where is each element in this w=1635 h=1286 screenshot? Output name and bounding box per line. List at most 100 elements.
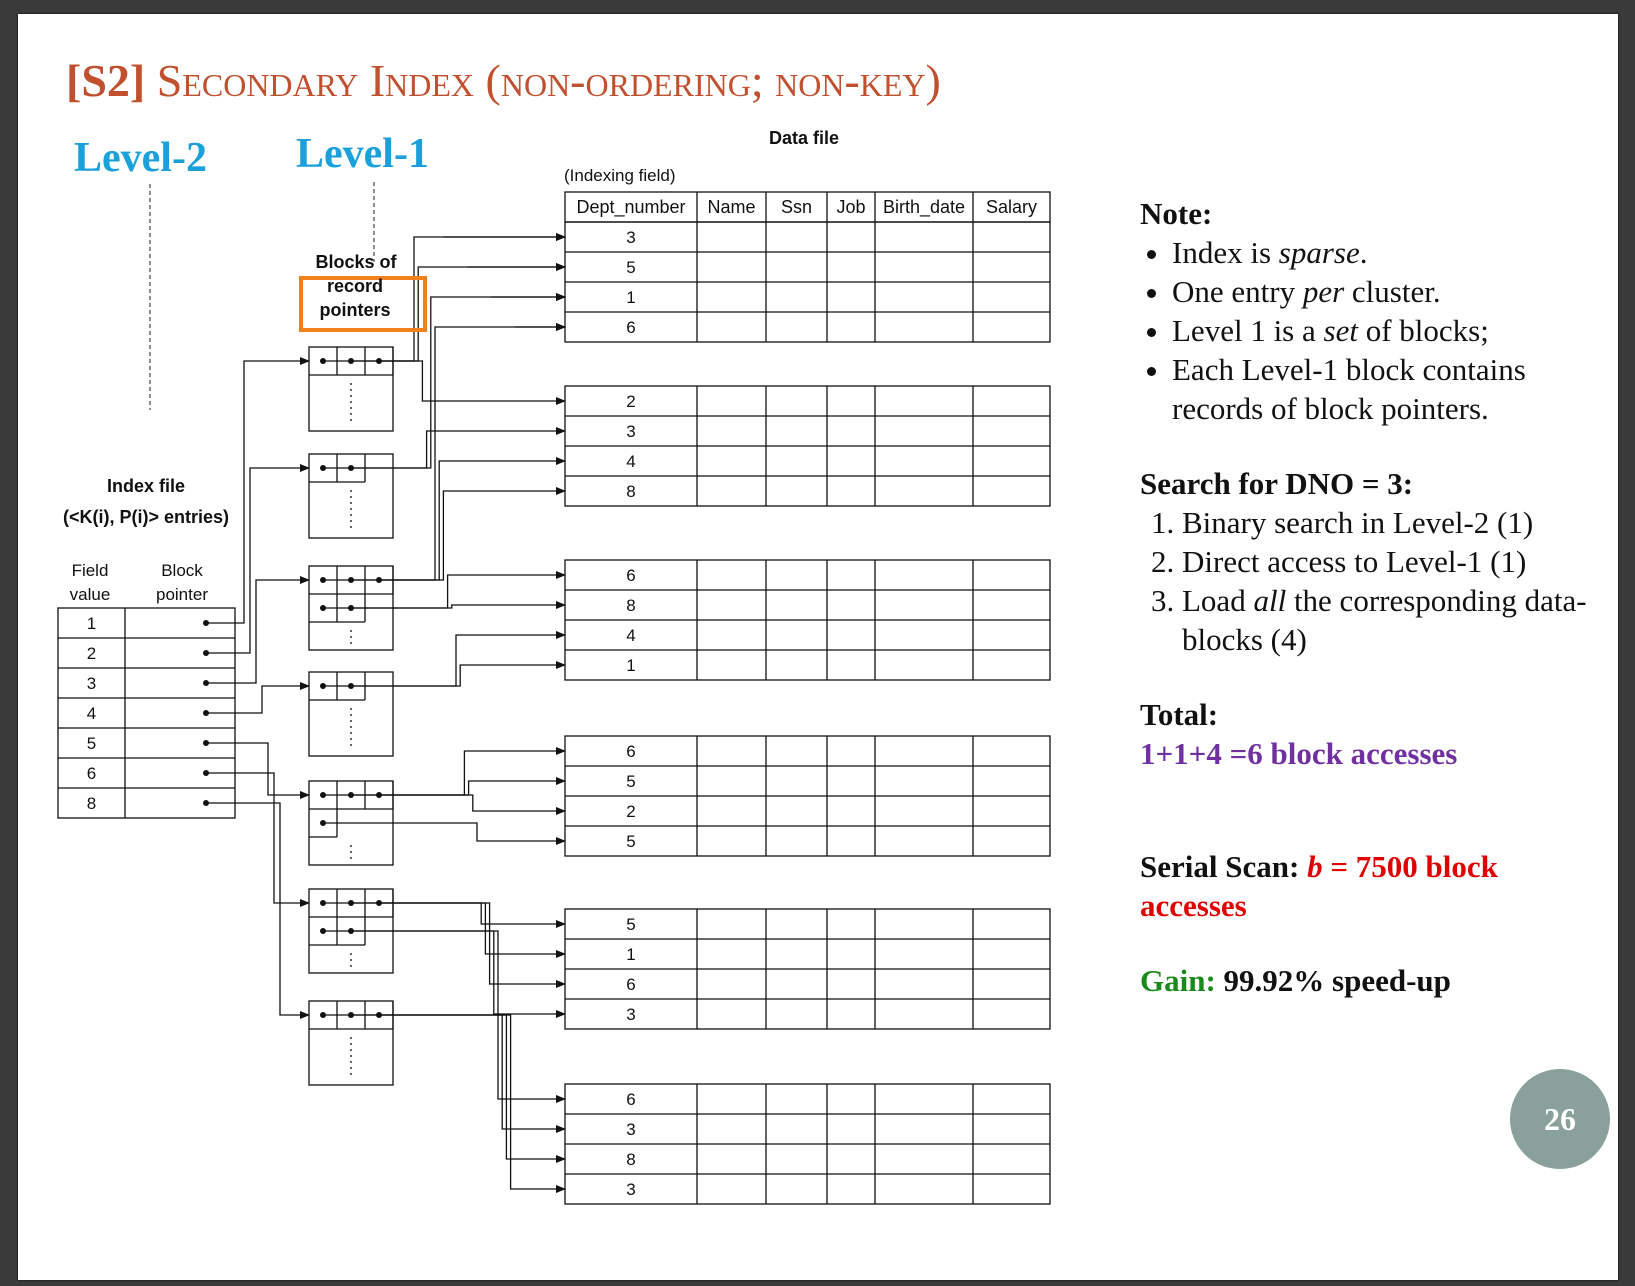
- dept-number-cell: 4: [626, 626, 635, 645]
- search-step: Binary search in Level-2 (1): [1182, 503, 1610, 542]
- column-header: Name: [707, 197, 755, 217]
- pointer-dot: [203, 800, 209, 806]
- record-pointer-block: [308, 565, 394, 651]
- dept-number-cell: 2: [626, 392, 635, 411]
- pointer-dot: [348, 928, 354, 934]
- pointer-dot: [320, 683, 326, 689]
- column-header: Dept_number: [576, 197, 685, 218]
- index-field-value: 1: [87, 614, 96, 633]
- note-item: One entry per cluster.: [1172, 272, 1610, 311]
- dept-number-cell: 1: [626, 945, 635, 964]
- dept-number-cell: 5: [626, 832, 635, 851]
- level-2-to-level-1-arrow: [206, 464, 310, 654]
- dept-number-cell: 5: [626, 915, 635, 934]
- index-file-title: Index file: [107, 476, 185, 496]
- dept-number-cell: 1: [626, 288, 635, 307]
- level-1-to-data-arrow: [323, 747, 566, 796]
- page-number: 26: [1510, 1069, 1610, 1169]
- index-diagram: Data file (Indexing field) Dept_number Name…: [57, 128, 1051, 1205]
- record-pointer-block: [308, 346, 394, 432]
- level-2-to-level-1-arrow: [206, 742, 310, 799]
- block-pointer-header: Block: [161, 561, 203, 580]
- record-pointer-block: [308, 453, 394, 539]
- pointer-dot: [320, 928, 326, 934]
- field-value-header: Field: [72, 561, 109, 580]
- level-1-to-data-arrow: [379, 487, 566, 581]
- level-1-to-data-arrow: [351, 1014, 566, 1163]
- column-header: Salary: [986, 197, 1037, 217]
- index-field-value: 4: [87, 704, 96, 723]
- level-1-to-data-arrow: [379, 794, 566, 815]
- level-1-to-data-arrow: [379, 1014, 566, 1193]
- pointer-dot: [376, 358, 382, 364]
- blocks-label: record: [327, 276, 383, 296]
- level-2-to-level-1-arrow: [206, 357, 310, 624]
- pointer-dot: [320, 605, 326, 611]
- search-step: Load all the corresponding data-blocks (…: [1182, 581, 1610, 659]
- index-file-subtitle: (<K(i), P(i)> entries): [63, 507, 229, 527]
- dept-number-cell: 6: [626, 1090, 635, 1109]
- pointer-dot: [348, 900, 354, 906]
- dept-number-cell: 6: [626, 742, 635, 761]
- record-pointer-block: [308, 671, 394, 757]
- index-field-value: 6: [87, 764, 96, 783]
- pointer-dot: [203, 740, 209, 746]
- pointer-dot: [348, 605, 354, 611]
- dept-number-cell: 3: [626, 1180, 635, 1199]
- search-steps: Binary search in Level-2 (1) Direct acce…: [1140, 503, 1610, 659]
- dept-number-cell: 1: [626, 656, 635, 675]
- note-item: Level 1 is a set of blocks;: [1172, 311, 1610, 350]
- gain: Gain: 99.92% speed-up: [1140, 963, 1451, 998]
- dept-number-cell: 6: [626, 566, 635, 585]
- level-1-to-data-arrow: [379, 360, 566, 405]
- dept-number-cell: 8: [626, 1150, 635, 1169]
- level-1-to-data-arrow: [351, 777, 566, 796]
- dept-number-cell: 5: [626, 772, 635, 791]
- column-header: Job: [836, 197, 865, 217]
- total-heading: Total:: [1140, 697, 1219, 732]
- dept-number-cell: 3: [626, 1005, 635, 1024]
- data-file-title: Data file: [769, 128, 839, 148]
- pointer-dot: [320, 577, 326, 583]
- pointer-dot: [203, 620, 209, 626]
- blocks-label: pointers: [319, 300, 390, 320]
- level-1-to-data-arrow: [323, 631, 566, 687]
- level-2-label: Level-2: [74, 135, 207, 181]
- pointer-dot: [320, 792, 326, 798]
- level-1-to-data-arrow: [351, 902, 566, 958]
- pointer-dot: [348, 1012, 354, 1018]
- pointer-dot: [203, 650, 209, 656]
- level-1-to-data-arrow: [351, 293, 566, 469]
- blocks-label: Blocks of: [315, 252, 397, 272]
- dept-number-cell: 3: [626, 1120, 635, 1139]
- pointer-dot: [348, 792, 354, 798]
- index-field-value: 2: [87, 644, 96, 663]
- dept-number-cell: 4: [626, 452, 635, 471]
- index-table: [57, 607, 236, 819]
- slide-title: [S2] Secondary Index (non-ordering; non-…: [66, 54, 941, 107]
- pointer-dot: [376, 792, 382, 798]
- highlight-box: [299, 276, 427, 332]
- level-1-to-data-arrow: [323, 822, 566, 845]
- level-1-to-data-arrow: [323, 1014, 566, 1133]
- index-field-value: 3: [87, 674, 96, 693]
- level-2-to-level-1-arrow: [206, 576, 310, 684]
- dept-number-cell: 2: [626, 802, 635, 821]
- pointer-dot: [320, 1012, 326, 1018]
- dept-number-cell: 8: [626, 596, 635, 615]
- total-value: 1+1+4 =6 block accesses: [1140, 736, 1458, 771]
- title-tag: [S2]: [66, 55, 146, 106]
- pointer-dot: [348, 683, 354, 689]
- pointer-dot: [348, 358, 354, 364]
- pointer-dot: [376, 1012, 382, 1018]
- note-item: Index is sparse.: [1172, 233, 1610, 272]
- level-1-to-data-arrow: [351, 457, 566, 581]
- level-1-to-data-arrow: [323, 427, 566, 469]
- slide: [S2] Secondary Index (non-ordering; non-…: [18, 14, 1618, 1280]
- indexing-field-label: (Indexing field): [564, 166, 676, 185]
- index-field-value: 5: [87, 734, 96, 753]
- pointer-dot: [348, 577, 354, 583]
- level-2-to-level-1-arrow: [206, 772, 310, 907]
- record-pointer-block: [308, 888, 394, 974]
- notes-panel: Note: Index is sparse. One entry per clu…: [1140, 194, 1610, 1000]
